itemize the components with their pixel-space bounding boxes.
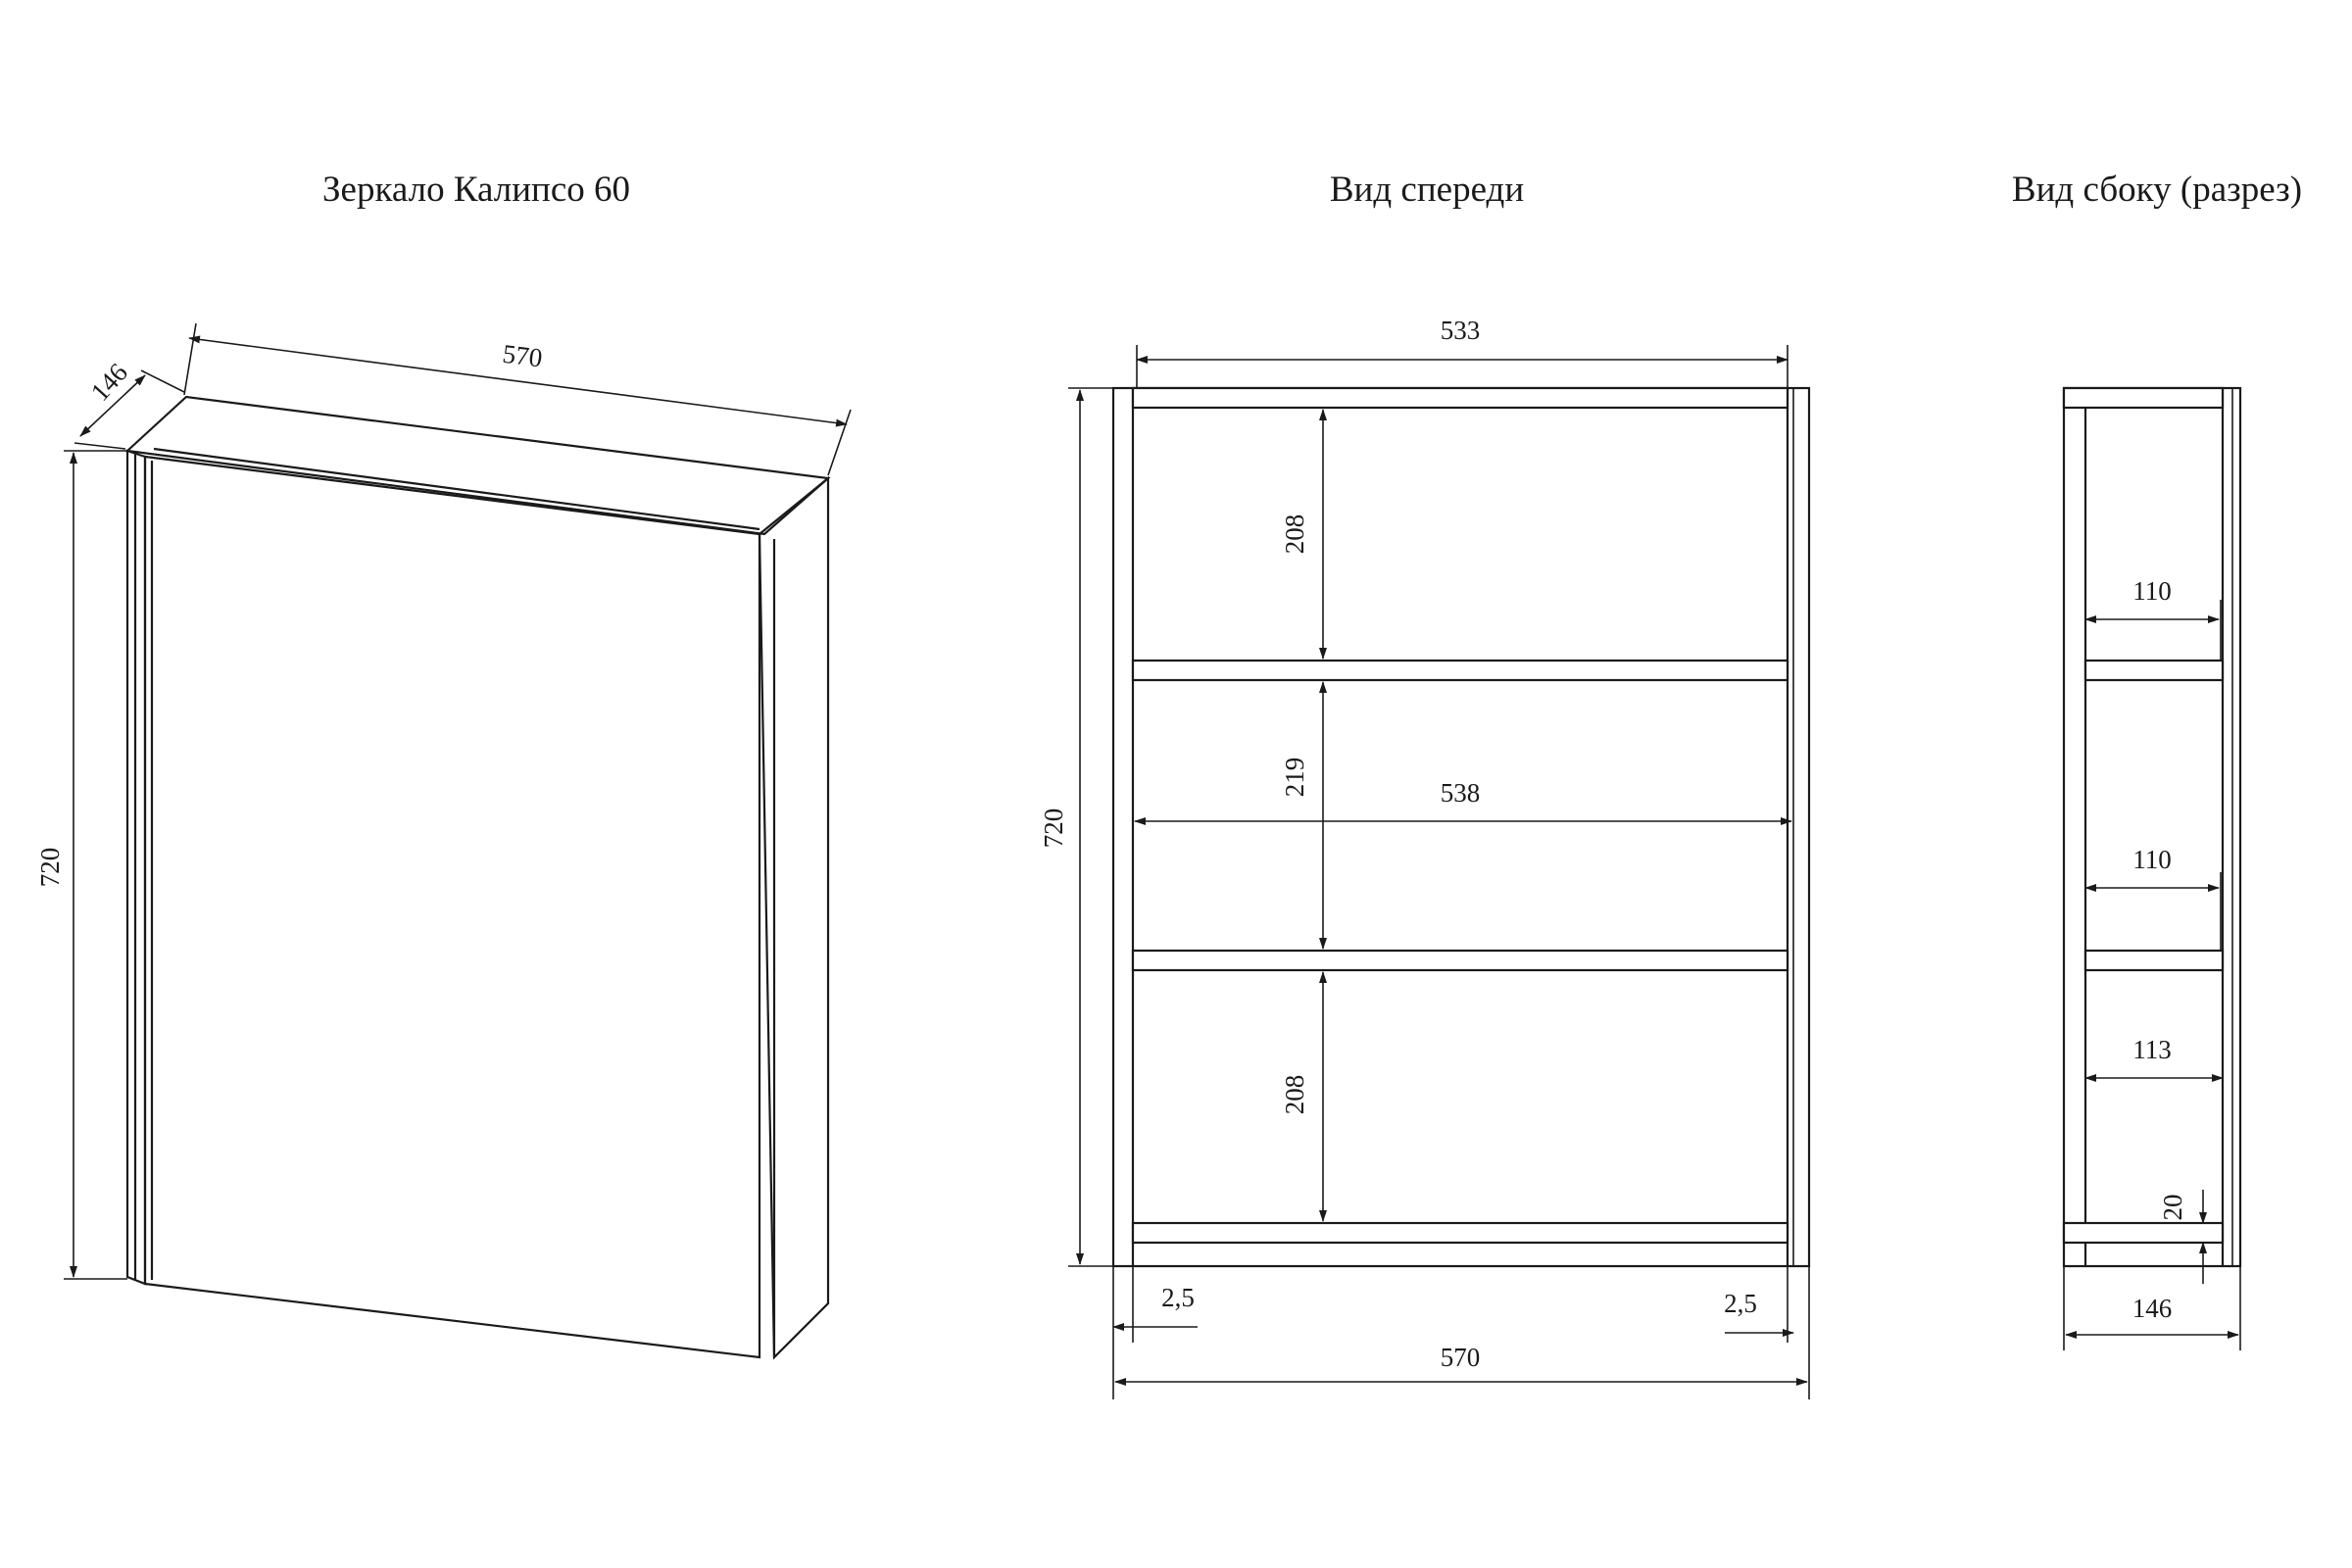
top-face-inner-edge bbox=[153, 447, 760, 531]
dim-width-ext-right bbox=[827, 409, 852, 476]
isometric-view: 146 570 720 bbox=[35, 322, 852, 1360]
dim-top-gap-label: 208 bbox=[1280, 514, 1309, 555]
dim-shelf2-depth-label: 110 bbox=[2132, 845, 2172, 874]
front-view-title: Вид спереди bbox=[1329, 170, 1525, 210]
dim-bottom-gap-label: 208 bbox=[1280, 1075, 1309, 1115]
top-panel bbox=[1131, 386, 1789, 410]
cabinet-outer-frame bbox=[1111, 386, 1811, 1268]
dim-total-width-label: 570 bbox=[1441, 1343, 1481, 1372]
dim-bottom-thickness-label: 20 bbox=[2158, 1195, 2187, 1221]
front-view: 533 208 219 208 538 720 2,5 2,5 570 bbox=[1039, 316, 1811, 1399]
side-shelf-lower bbox=[2083, 949, 2225, 972]
shelf-upper bbox=[1131, 659, 1789, 682]
dim-offset-right-label: 2,5 bbox=[1724, 1289, 1757, 1318]
side-outer-frame bbox=[2062, 386, 2242, 1268]
mirror-door bbox=[143, 455, 761, 1359]
dim-width-label: 570 bbox=[501, 339, 544, 373]
side-view: 110 110 113 20 146 bbox=[2062, 386, 2242, 1350]
dim-offset-left-label: 2,5 bbox=[1161, 1283, 1195, 1312]
dim-shelf-width-label: 538 bbox=[1441, 778, 1481, 808]
dim-height-label: 720 bbox=[1039, 808, 1068, 849]
side-top-panel bbox=[2062, 386, 2225, 410]
bottom-panel bbox=[1131, 1221, 1789, 1245]
dim-total-depth-label: 146 bbox=[2132, 1294, 2173, 1323]
side-bottom-panel bbox=[2062, 1221, 2225, 1245]
shelf-lower bbox=[1131, 949, 1789, 972]
iso-view-title: Зеркало Калипсо 60 bbox=[321, 170, 631, 210]
dim-inner-width-label: 533 bbox=[1441, 316, 1481, 345]
dim-mid-gap-label: 219 bbox=[1280, 758, 1309, 798]
side-view-title: Вид сбоку (разрез) bbox=[2011, 170, 2303, 210]
dim-width-line bbox=[188, 335, 848, 427]
dim-depth-ext bbox=[74, 442, 126, 450]
cabinet-top-face bbox=[124, 395, 831, 536]
dim-depth-line bbox=[79, 374, 146, 437]
dim-width-ext-left bbox=[183, 322, 197, 396]
dim-lower-depth-label: 113 bbox=[2132, 1035, 2172, 1064]
dim-shelf1-depth-label: 110 bbox=[2132, 576, 2172, 606]
dim-depth-ext2 bbox=[140, 369, 185, 393]
dim-depth-label: 146 bbox=[85, 358, 133, 407]
side-shelf-upper bbox=[2083, 659, 2225, 682]
dim-height-label: 720 bbox=[35, 848, 65, 888]
cabinet-right-side bbox=[758, 475, 830, 1360]
